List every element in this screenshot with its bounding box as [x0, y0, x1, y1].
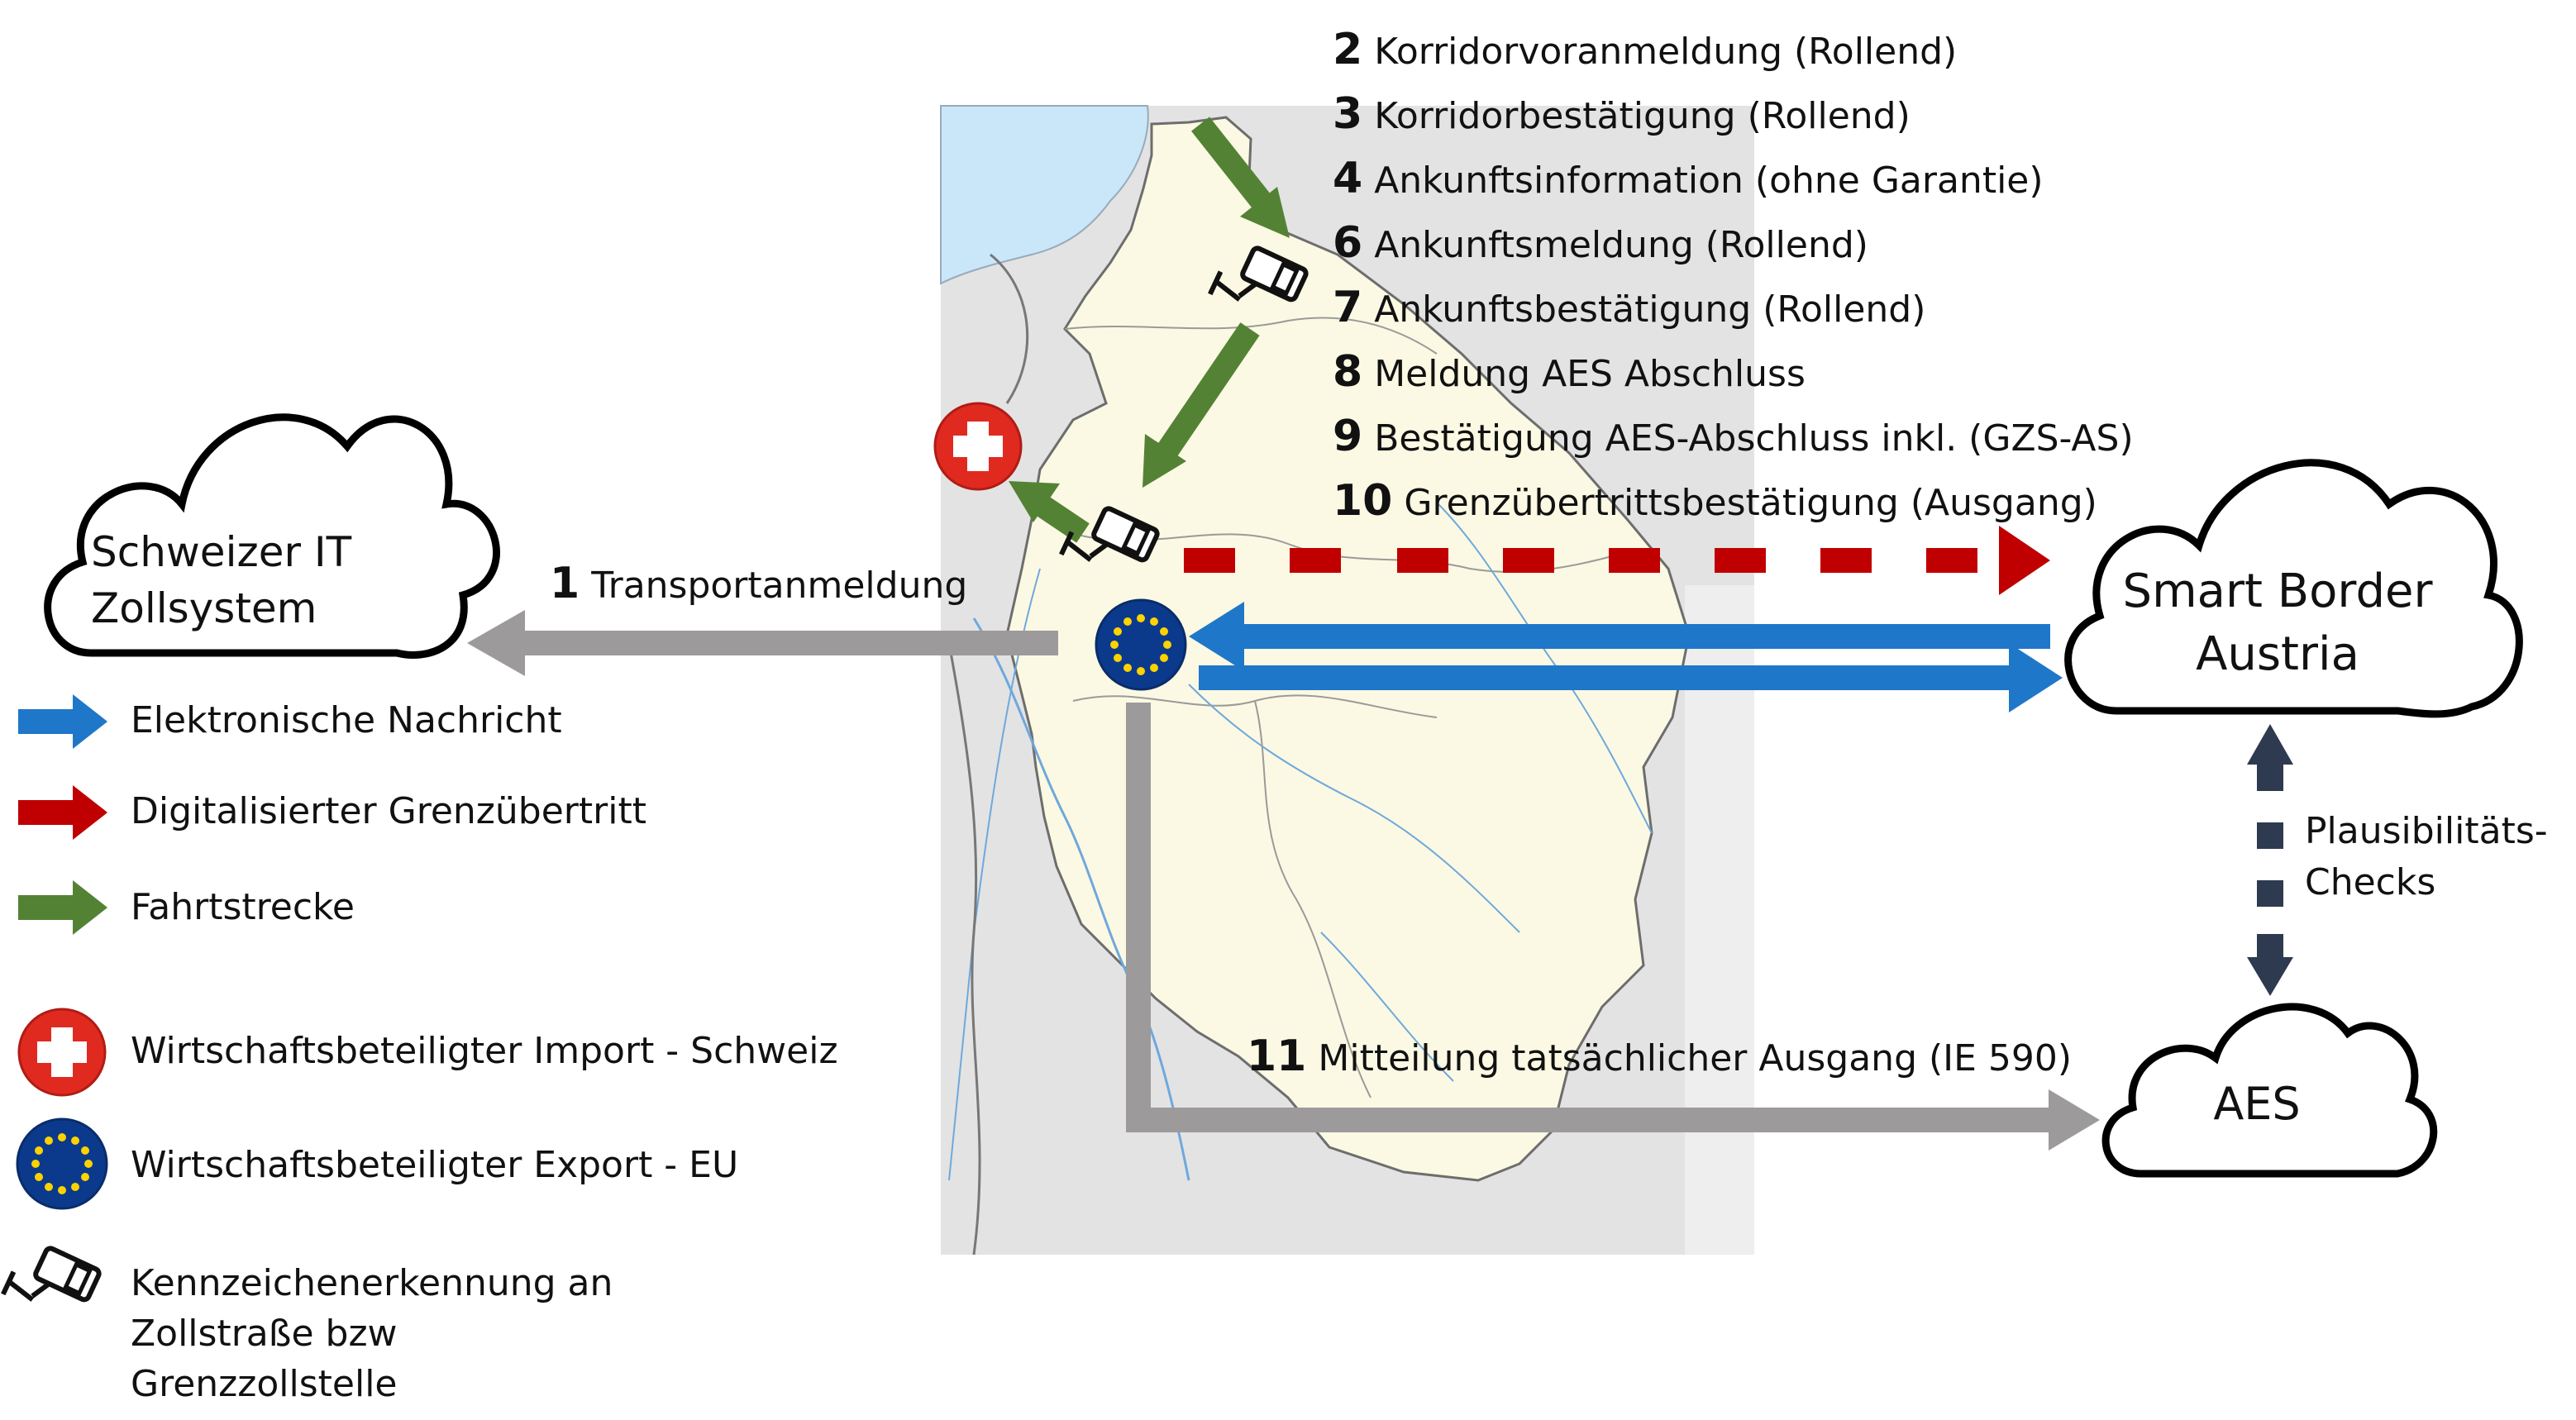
- plausibility-label: Plausibilitäts- Checks: [2305, 810, 2548, 903]
- green-arrow-route-2: [1143, 322, 1260, 488]
- blue-arrow-left: [1189, 602, 2050, 671]
- cloud-smart-border-label: Smart Border Austria: [2122, 565, 2433, 681]
- cloud-aes-label: AES: [2213, 1078, 2301, 1130]
- legend-green-arrow-icon: [18, 880, 107, 935]
- green-arrow-to-swiss: [1009, 481, 1090, 543]
- camera-icon: [1059, 506, 1160, 563]
- legend-camera-icon: [1, 1246, 102, 1303]
- exit-arrow: [1126, 703, 2100, 1151]
- swiss-flag-icon: [933, 402, 1023, 491]
- cloud-smart-border: [2064, 459, 2523, 718]
- legend-label-camera: Kennzeichenerkennung an Zollstraße bzw G…: [131, 1262, 613, 1405]
- cloud-swiss-label: Schweizer IT Zollsystem: [91, 528, 352, 632]
- cloud-swiss-it: [44, 413, 500, 659]
- legend-eu-flag-icon: [16, 1117, 108, 1210]
- legend-swiss-flag-icon: [17, 1008, 107, 1097]
- legend-label-export-eu: Wirtschaftsbeteiligter Export - EU: [131, 1144, 739, 1186]
- camera-icon: [1208, 245, 1309, 303]
- cloud-aes: [2101, 1003, 2438, 1178]
- blue-arrow-right: [1199, 643, 2063, 712]
- legend-red-arrow-icon: [18, 785, 107, 840]
- legend-label-import-ch: Wirtschaftsbeteiligter Import - Schweiz: [131, 1030, 838, 1072]
- legend-label-electronic: Elektronische Nachricht: [131, 699, 562, 741]
- plausibility-arrow: [2247, 724, 2293, 996]
- legend-blue-arrow-icon: [18, 694, 107, 749]
- transport-arrow: [467, 610, 1058, 676]
- red-dashed-arrow: [1184, 526, 2050, 595]
- legend-label-route: Fahrtstrecke: [131, 886, 355, 928]
- eu-flag-icon: [1095, 598, 1187, 691]
- legend-label-digital-crossing: Digitalisierter Grenzübertritt: [131, 790, 646, 832]
- green-arrow-route-1: [1191, 117, 1290, 238]
